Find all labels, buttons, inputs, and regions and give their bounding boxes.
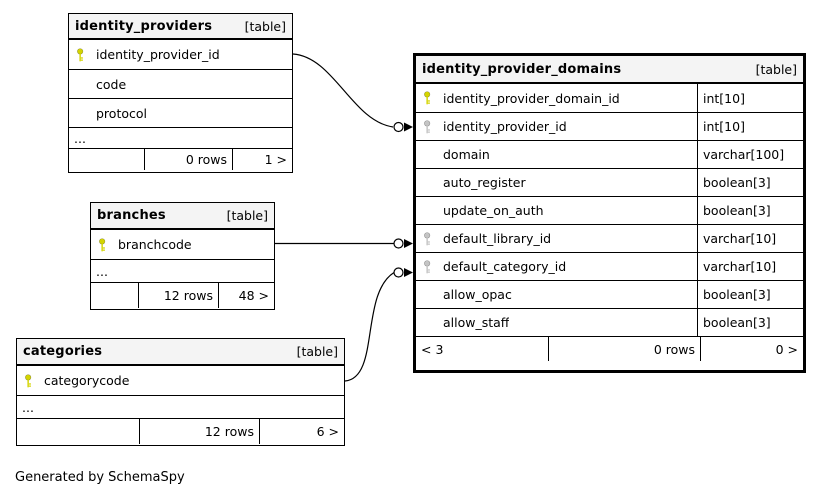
- footer-children: 48 >: [218, 283, 274, 308]
- table-categories[interactable]: categories [table] categorycode ... 12 r…: [16, 338, 345, 446]
- column-row[interactable]: categorycode: [17, 366, 344, 395]
- column-type: boolean[3]: [703, 175, 771, 190]
- foreign-key-icon: [424, 231, 431, 245]
- column-type: int[10]: [703, 119, 745, 134]
- column-type: boolean[3]: [703, 287, 771, 302]
- primary-key-icon: [99, 237, 106, 251]
- columns-ellipsis-row: ...: [91, 259, 274, 282]
- column-name: identity_provider_id: [96, 47, 220, 62]
- column-name: protocol: [96, 105, 147, 121]
- column-name: default_category_id: [443, 259, 567, 274]
- table-type-badge: [table]: [244, 18, 286, 34]
- column-row[interactable]: auto_register boolean[3]: [416, 168, 803, 196]
- table-header: branches [table]: [91, 203, 274, 230]
- table-type-badge: [table]: [755, 61, 797, 77]
- columns-ellipsis-row: ...: [69, 127, 292, 148]
- column-name: identity_provider_domain_id: [443, 90, 620, 106]
- relationship-identity-providers-to-domains: [292, 53, 413, 133]
- column-name: code: [96, 76, 127, 92]
- column-row[interactable]: code: [69, 69, 292, 98]
- column-row[interactable]: protocol: [69, 98, 292, 127]
- table-branches[interactable]: branches [table] branchcode ... 12 rows …: [90, 202, 275, 310]
- column-type: boolean[3]: [703, 203, 771, 218]
- footer-row-count: 12 rows: [138, 283, 218, 308]
- relationship-categories-to-domains: [344, 267, 413, 382]
- column-type: varchar[100]: [703, 147, 785, 162]
- table-title[interactable]: identity_providers: [75, 18, 213, 34]
- column-name: allow_opac: [443, 287, 512, 302]
- column-row[interactable]: identity_provider_id: [69, 40, 292, 69]
- column-row[interactable]: default_library_id varchar[10]: [416, 224, 803, 252]
- column-row[interactable]: domain varchar[100]: [416, 140, 803, 168]
- table-footer: 0 rows 1 >: [69, 148, 292, 170]
- footer-parents: [69, 149, 144, 170]
- column-name: default_library_id: [443, 231, 552, 246]
- column-row[interactable]: update_on_auth boolean[3]: [416, 196, 803, 224]
- table-type-badge: [table]: [296, 344, 338, 359]
- column-row[interactable]: allow_staff boolean[3]: [416, 308, 803, 336]
- table-title[interactable]: identity_provider_domains: [422, 61, 622, 77]
- table-title[interactable]: branches: [97, 208, 166, 223]
- foreign-key-icon: [424, 259, 431, 273]
- column-row[interactable]: allow_opac boolean[3]: [416, 280, 803, 308]
- table-footer: 12 rows 48 >: [91, 282, 274, 308]
- table-footer: 12 rows 6 >: [17, 418, 344, 444]
- column-row[interactable]: branchcode: [91, 230, 274, 259]
- footer-children: 0 >: [700, 337, 803, 361]
- footer-children: 6 >: [259, 419, 344, 444]
- table-identity-providers[interactable]: identity_providers [table] identity_prov…: [68, 13, 293, 173]
- foreign-key-icon: [424, 119, 431, 133]
- columns-ellipsis-row: ...: [17, 395, 344, 418]
- table-header: identity_providers [table]: [69, 14, 292, 40]
- generator-credit: Generated by SchemaSpy: [15, 470, 185, 485]
- footer-parents: < 3: [421, 341, 444, 357]
- column-row[interactable]: default_category_id varchar[10]: [416, 252, 803, 280]
- column-name: identity_provider_id: [443, 119, 567, 134]
- footer-row-count: 0 rows: [144, 149, 232, 170]
- relationship-branches-to-domains: [275, 238, 413, 249]
- footer-parents: [91, 283, 138, 308]
- primary-key-icon: [424, 91, 431, 105]
- column-name: allow_staff: [443, 315, 510, 330]
- column-row[interactable]: identity_provider_id int[10]: [416, 112, 803, 140]
- column-name: update_on_auth: [443, 203, 544, 218]
- column-name: domain: [443, 147, 490, 162]
- column-name: categorycode: [44, 373, 130, 388]
- table-type-badge: [table]: [226, 208, 268, 223]
- column-name: branchcode: [118, 237, 192, 252]
- column-name: auto_register: [443, 175, 526, 190]
- column-type: boolean[3]: [703, 315, 771, 330]
- table-title[interactable]: categories: [23, 344, 103, 359]
- primary-key-icon: [77, 47, 84, 61]
- table-footer: < 3 0 rows 0 >: [416, 336, 803, 361]
- footer-children: 1 >: [232, 149, 292, 170]
- table-identity-provider-domains[interactable]: identity_provider_domains [table] identi…: [413, 53, 806, 373]
- footer-parents: [17, 419, 139, 444]
- footer-row-count: 0 rows: [548, 337, 700, 361]
- column-type: varchar[10]: [703, 259, 777, 274]
- column-row[interactable]: identity_provider_domain_id int[10]: [416, 84, 803, 112]
- table-header: identity_provider_domains [table]: [416, 56, 803, 84]
- primary-key-icon: [25, 373, 32, 387]
- column-type: int[10]: [703, 90, 745, 106]
- footer-row-count: 12 rows: [139, 419, 259, 444]
- column-type: varchar[10]: [703, 231, 777, 246]
- table-header: categories [table]: [17, 339, 344, 366]
